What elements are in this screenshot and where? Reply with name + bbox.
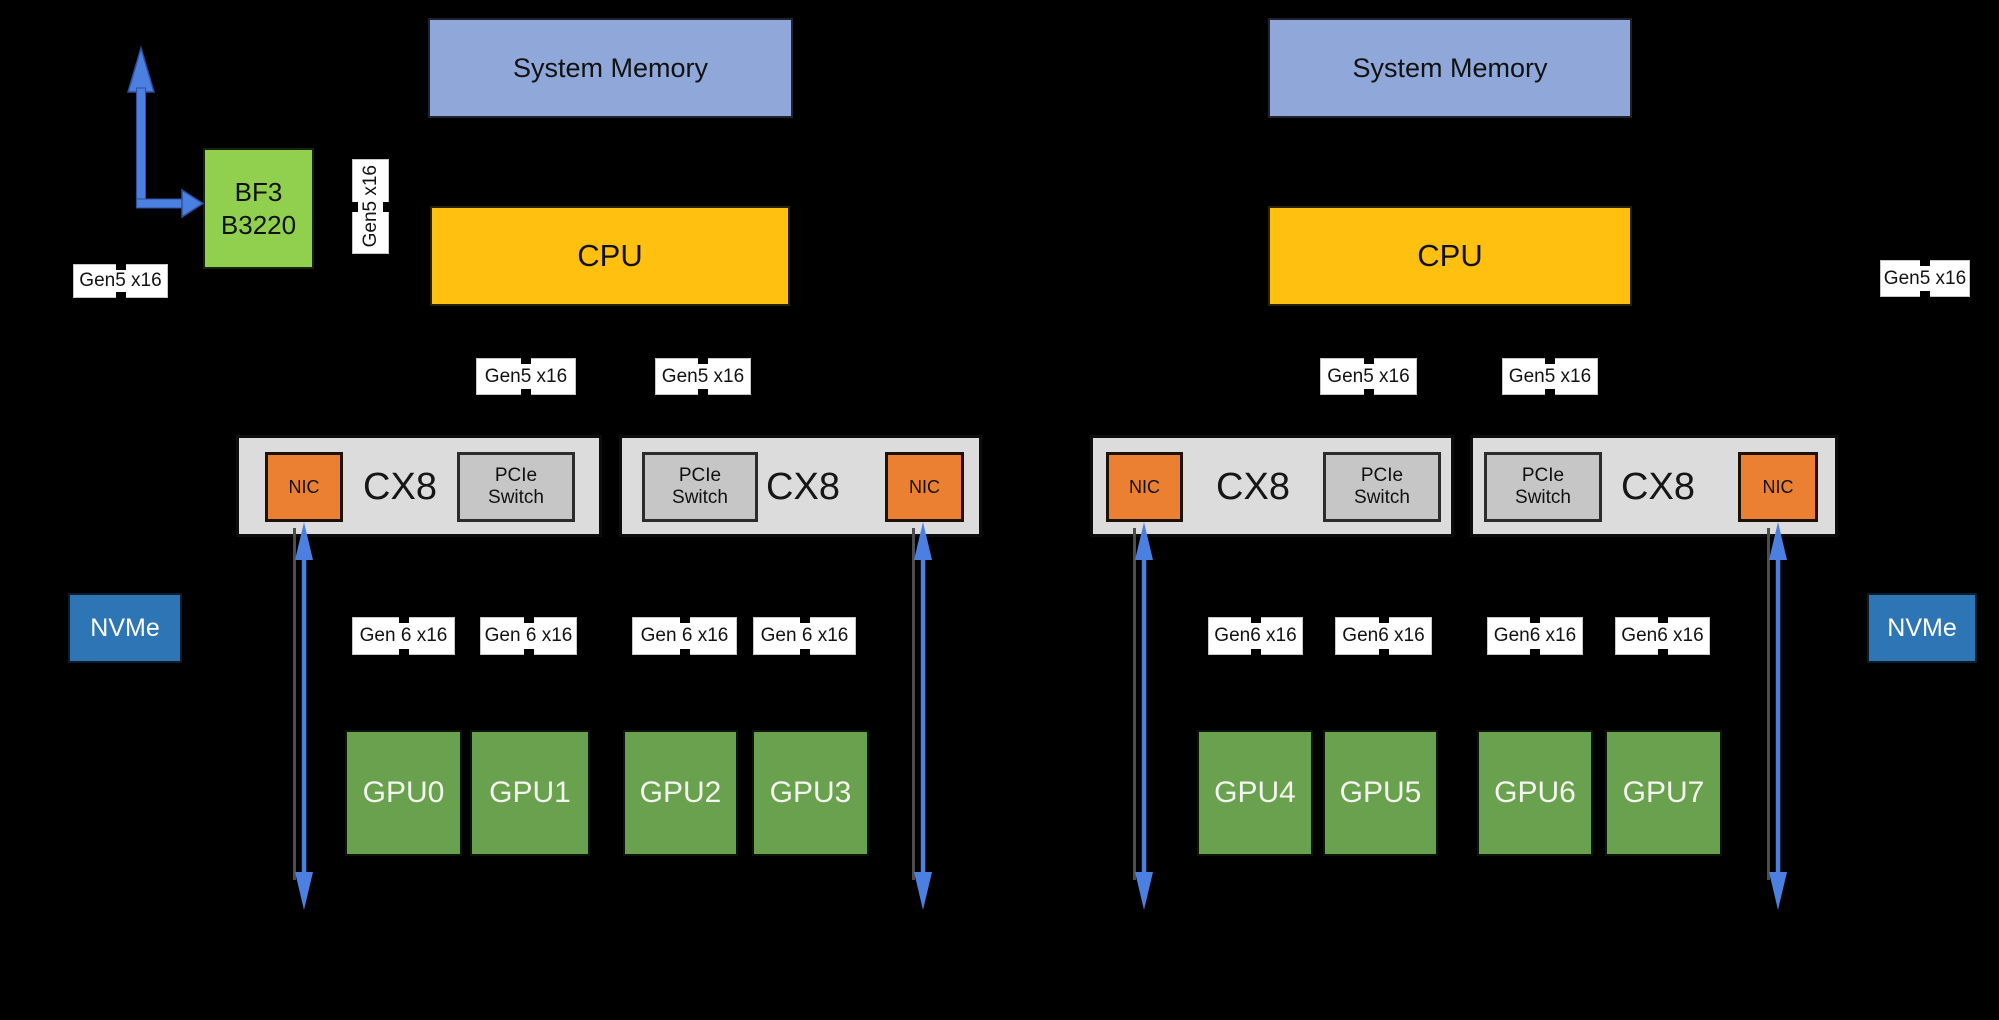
nvme-right-box: NVMe [1867, 593, 1977, 663]
link-label-gen5-bf3-cpu-text: Gen5 x16 [359, 165, 381, 248]
gpu0-box: GPU0 [345, 730, 462, 856]
bf3-label: BF3 B3220 [221, 176, 296, 241]
pcie-switch-2-label: PCIe Switch [672, 465, 728, 509]
link-label-gen5-bf3-cpu: Gen5 x16 [352, 159, 389, 254]
gpu3-box: GPU3 [752, 730, 869, 856]
link-label-gen5-far-right: Gen5 x16 [1880, 260, 1970, 297]
link-label-gen6-gpu7: Gen6 x16 [1615, 617, 1710, 655]
pcie-switch-4-line1: PCIe [1521, 465, 1565, 487]
bf3-label-line1: BF3 [234, 177, 283, 207]
gpu2-box: GPU2 [623, 730, 738, 856]
system-memory-left-box: System Memory [428, 18, 793, 118]
link-label-gen6-gpu0: Gen 6 x16 [352, 617, 455, 655]
cx8-label-3: CX8 [1216, 465, 1290, 508]
bf3-uplink-elbow-arrow-icon [126, 45, 205, 219]
cpu-left-box: CPU [430, 206, 790, 306]
bf3-label-line2: B3220 [220, 209, 297, 240]
link-label-gen5-cpu-cx8-4: Gen5 x16 [1502, 358, 1598, 395]
cx8-label-2: CX8 [766, 465, 840, 508]
gpu6-box: GPU6 [1477, 730, 1593, 856]
pcie-switch-2-line2: Switch [672, 487, 728, 508]
gpu7-box: GPU7 [1605, 730, 1722, 856]
pcie-switch-1-box: PCIe Switch [457, 452, 575, 522]
nic-2-network-arrow-icon [912, 522, 932, 910]
pcie-switch-1-label: PCIe Switch [488, 465, 544, 509]
gpu4-box: GPU4 [1197, 730, 1313, 856]
link-label-gen6-gpu1: Gen 6 x16 [480, 617, 577, 655]
nic-3-network-arrow-icon [1133, 522, 1153, 910]
link-label-gen6-gpu4: Gen6 x16 [1208, 617, 1303, 655]
link-label-gen5-cpu-cx8-1: Gen5 x16 [476, 358, 576, 395]
nic-1-box: NIC [265, 452, 343, 522]
nic-4-network-arrow-icon [1767, 522, 1787, 910]
nvme-left-box: NVMe [68, 593, 182, 663]
pcie-switch-4-box: PCIe Switch [1484, 452, 1602, 522]
link-label-gen5-far-left: Gen5 x16 [73, 264, 168, 298]
cpu-right-box: CPU [1268, 206, 1632, 306]
pcie-switch-4-label: PCIe Switch [1515, 465, 1571, 509]
link-label-gen6-gpu6: Gen6 x16 [1487, 617, 1583, 655]
link-label-gen6-gpu3: Gen 6 x16 [753, 617, 856, 655]
cx8-label-1: CX8 [363, 465, 437, 508]
link-label-gen6-gpu2: Gen 6 x16 [632, 617, 737, 655]
bf3-dpu-box: BF3 B3220 [203, 148, 314, 269]
pcie-switch-1-line2: Switch [488, 487, 544, 508]
pcie-switch-3-box: PCIe Switch [1323, 452, 1441, 522]
cx8-label-4: CX8 [1621, 465, 1695, 508]
pcie-switch-1-line1: PCIe [494, 465, 538, 487]
pcie-switch-3-line2: Switch [1354, 487, 1410, 508]
nic-1-network-arrow-icon [293, 522, 313, 910]
nic-4-box: NIC [1738, 452, 1818, 522]
pcie-switch-2-box: PCIe Switch [642, 452, 758, 522]
link-label-gen5-cpu-cx8-3: Gen5 x16 [1320, 358, 1417, 395]
pcie-switch-3-label: PCIe Switch [1354, 465, 1410, 509]
nic-3-box: NIC [1106, 452, 1183, 522]
pcie-switch-3-line1: PCIe [1360, 465, 1404, 487]
link-label-gen5-cpu-cx8-2: Gen5 x16 [655, 358, 751, 395]
system-memory-right-box: System Memory [1268, 18, 1632, 118]
gpu1-box: GPU1 [470, 730, 590, 856]
nic-2-box: NIC [885, 452, 964, 522]
pcie-switch-4-line2: Switch [1515, 487, 1571, 508]
link-label-gen6-gpu5: Gen6 x16 [1335, 617, 1432, 655]
pcie-switch-2-line1: PCIe [678, 465, 722, 487]
gpu5-box: GPU5 [1323, 730, 1438, 856]
